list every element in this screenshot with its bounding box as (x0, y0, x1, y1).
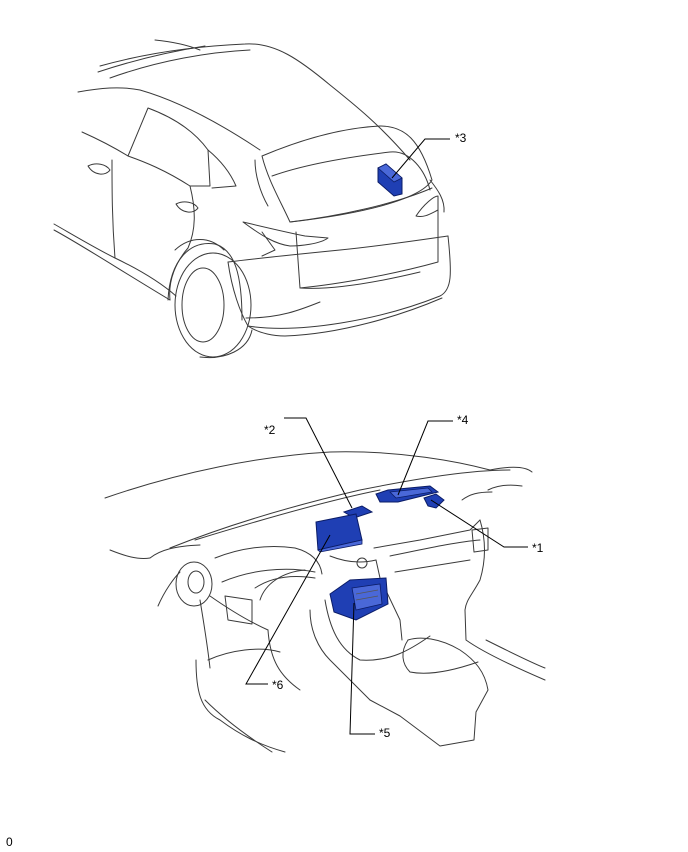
component-4-module (375, 485, 440, 503)
callout-2: *2 (264, 423, 276, 437)
callout-5: *5 (379, 726, 391, 740)
component-6-display (315, 513, 363, 553)
callout-4: *4 (457, 413, 469, 427)
callout-1: *1 (532, 541, 544, 555)
component-3-module (377, 163, 403, 197)
figure-code: 0 (6, 835, 13, 849)
component-1-module (423, 493, 445, 509)
leader-lines (245, 138, 528, 735)
component-5-unit (329, 577, 389, 621)
callout-6: *6 (272, 678, 284, 692)
callout-3: *3 (455, 131, 467, 145)
vehicle-rear-view (53, 39, 451, 359)
instrument-panel-view (104, 451, 546, 753)
